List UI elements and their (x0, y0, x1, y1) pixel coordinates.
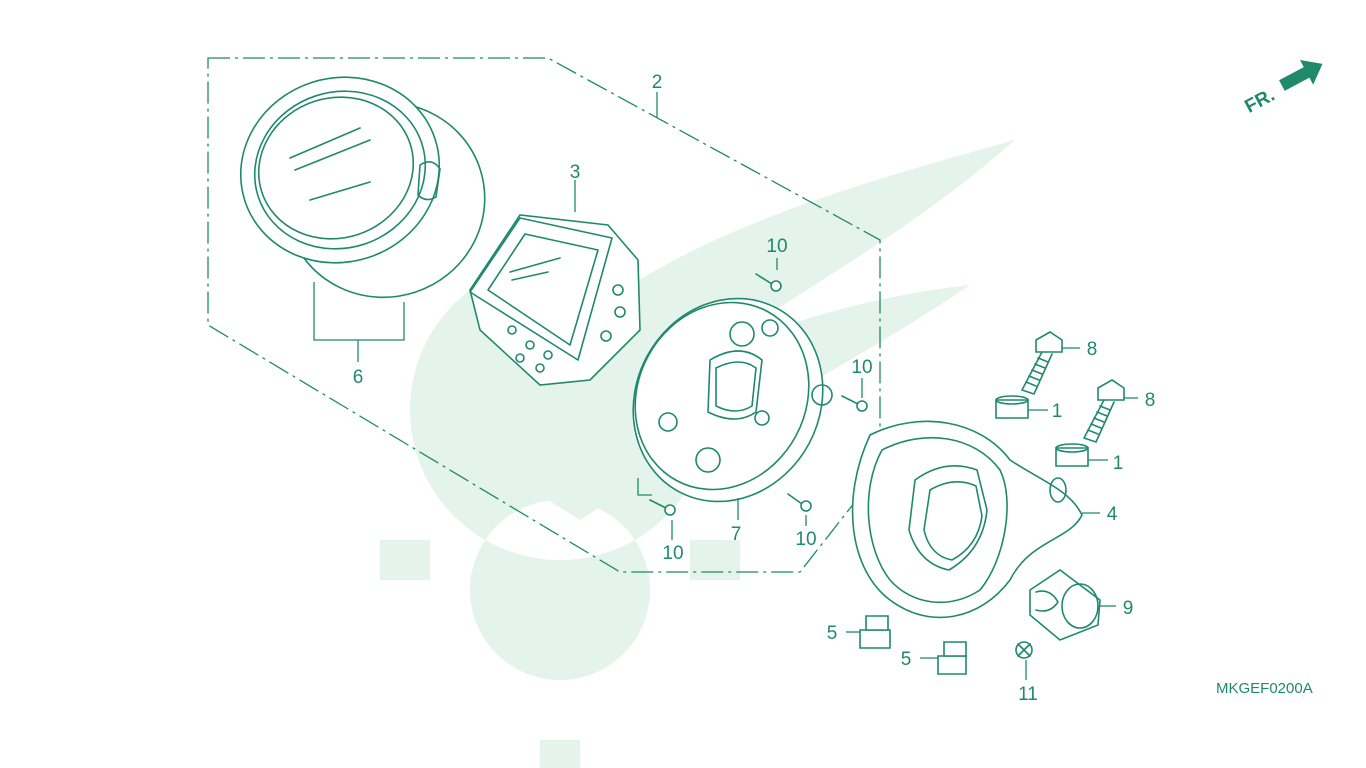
part-9-clamp (1029, 569, 1101, 641)
part-5-damper-left (859, 615, 891, 649)
callout-11: 11 (1018, 684, 1038, 705)
orientation-label: FR. (1242, 85, 1279, 118)
front-direction-indicator: FR. (1242, 60, 1323, 118)
part-10-screw-bottom-right (787, 493, 812, 512)
part-10-screw-bottom-left (649, 499, 676, 516)
callout-4: 4 (1107, 504, 1118, 525)
callout-5-left: 5 (827, 623, 838, 644)
callout-8-lower: 8 (1145, 390, 1156, 411)
part-8-bolt-upper (1021, 331, 1063, 395)
callout-8-upper: 8 (1087, 339, 1098, 360)
part-11-screw (1015, 641, 1033, 659)
assembly-2-boundary (207, 57, 881, 573)
part-5-damper-right (937, 641, 967, 675)
part-7-meter-case (632, 297, 833, 503)
callout-3: 3 (570, 162, 581, 183)
part-1-rubber-upper (995, 395, 1029, 419)
callout-2: 2 (652, 72, 663, 93)
leader-lines (313, 92, 1138, 680)
callout-6: 6 (353, 367, 364, 388)
arrow-front-icon (1279, 60, 1323, 91)
part-1-rubber-lower (1055, 443, 1089, 467)
callout-labels: 2 3 6 10 10 10 7 10 8 1 8 1 4 9 5 5 11 (353, 72, 1156, 705)
callout-10-bottom-left: 10 (662, 543, 683, 564)
part-3-display-board (469, 214, 641, 386)
callout-9: 9 (1123, 598, 1134, 619)
part-6-bezel-ring (239, 76, 486, 299)
callout-10-top: 10 (766, 236, 787, 257)
callout-7: 7 (731, 524, 742, 545)
callout-10-bottom-right: 10 (795, 529, 816, 550)
callout-1-lower: 1 (1113, 453, 1124, 474)
part-10-screw-top (755, 273, 782, 292)
part-4-case-cover (851, 420, 1083, 619)
callout-10-right: 10 (851, 357, 872, 378)
part-8-bolt-lower (1083, 379, 1125, 443)
callout-1-upper: 1 (1052, 401, 1063, 422)
callout-5-right: 5 (901, 649, 912, 670)
diagram-code: MKGEF0200A (1216, 680, 1313, 697)
part-10-screw-right (841, 395, 868, 412)
